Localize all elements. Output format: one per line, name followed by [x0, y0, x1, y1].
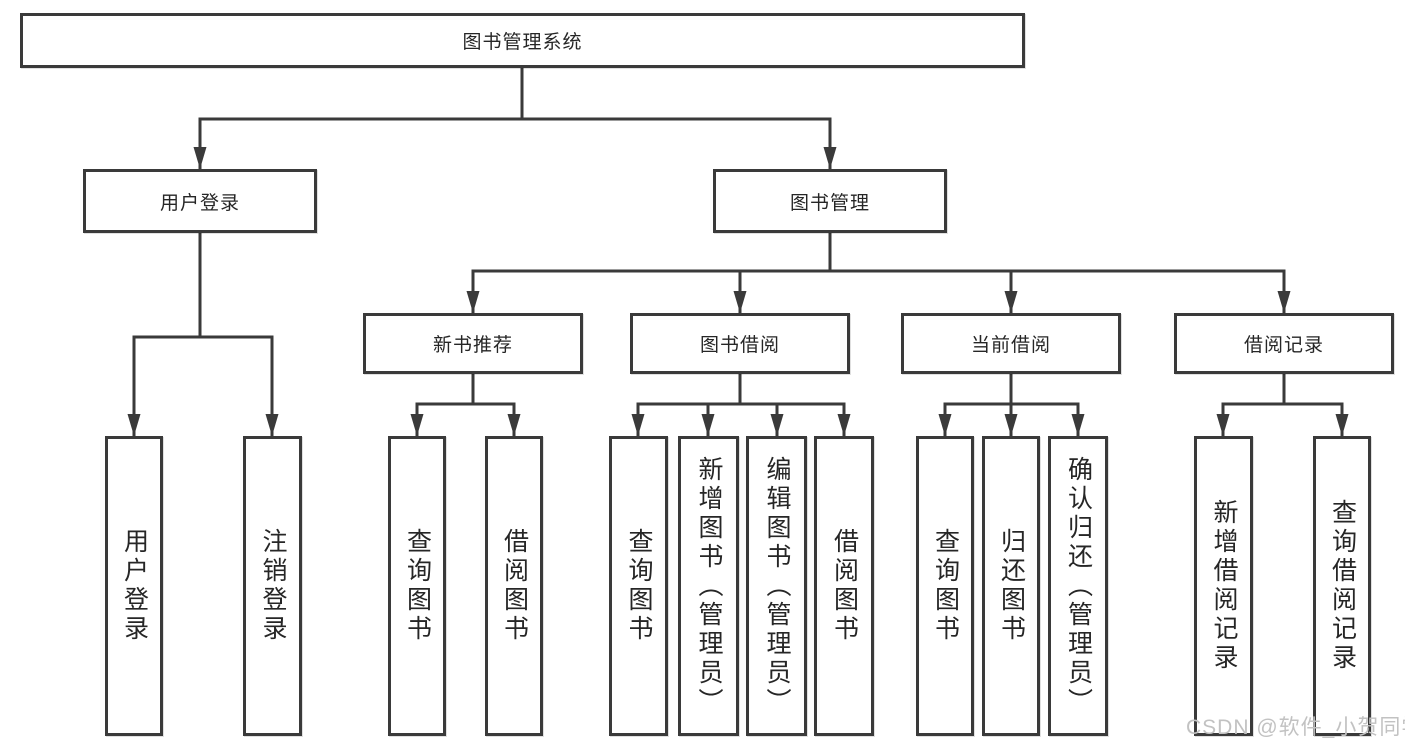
leaf-query-books-recommend: 查询图书: [388, 436, 446, 736]
leaf-edit-book-admin-label: 编辑图书（管理员）: [763, 455, 791, 717]
leaf-logout-label: 注销登录: [259, 528, 287, 644]
node-borrow-records-label: 借阅记录: [1243, 335, 1324, 356]
arrow-down-icon: [1004, 291, 1018, 313]
connector-current-borrow-to-leaves: [938, 372, 1085, 438]
leaf-add-book-admin: 新增图书（管理员）: [678, 436, 739, 736]
arrow-down-icon: [938, 414, 952, 436]
arrow-down-icon: [631, 414, 645, 436]
leaf-borrow-books-label: 借阅图书: [830, 528, 859, 644]
arrow-down-icon: [733, 291, 747, 313]
arrow-down-icon: [1277, 291, 1291, 313]
leaf-confirm-return-admin-label: 确认归还（管理员）: [1064, 455, 1093, 717]
leaf-query-books-borrow-label: 查询图书: [625, 528, 653, 644]
arrow-down-icon: [701, 414, 715, 436]
node-new-book-recommend: 新书推荐: [363, 313, 583, 374]
leaf-add-borrow-record-label: 新增借阅记录: [1210, 499, 1238, 673]
arrow-down-icon: [466, 291, 480, 313]
node-library-system: 图书管理系统: [20, 13, 1025, 68]
connector-root-to-level2: [193, 66, 837, 171]
arrow-down-icon: [410, 414, 424, 436]
leaf-return-book: 归还图书: [982, 436, 1040, 736]
node-book-borrow: 图书借阅: [630, 313, 850, 374]
connector-book-management-to-level3: [466, 231, 1291, 315]
csdn-watermark: CSDN @软件_小贺同学: [1186, 716, 1405, 739]
node-library-system-label: 图书管理系统: [462, 32, 583, 53]
node-user-login-label: 用户登录: [159, 192, 240, 214]
node-book-management-label: 图书管理: [789, 192, 870, 214]
leaf-user-login: 用户登录: [105, 436, 163, 736]
node-borrow-records: 借阅记录: [1174, 313, 1394, 374]
arrow-down-icon: [1335, 414, 1349, 436]
arrow-down-icon: [265, 414, 279, 436]
arrow-down-icon: [1004, 414, 1018, 436]
leaf-confirm-return-admin: 确认归还（管理员）: [1048, 436, 1108, 736]
connector-user-login-to-leaves: [127, 231, 279, 438]
arrow-down-icon: [193, 147, 207, 169]
arrow-down-icon: [1216, 414, 1230, 436]
leaf-query-books-current-label: 查询图书: [931, 528, 960, 644]
leaf-borrow-books-recommend: 借阅图书: [485, 436, 543, 736]
arrow-down-icon: [823, 147, 837, 169]
connector-book-borrow-to-leaves: [631, 372, 851, 438]
leaf-query-books-recommend-label: 查询图书: [403, 528, 432, 644]
node-book-borrow-label: 图书借阅: [699, 335, 780, 356]
leaf-add-book-admin-label: 新增图书（管理员）: [695, 455, 723, 717]
arrow-down-icon: [127, 414, 141, 436]
arrow-down-icon: [507, 414, 521, 436]
arrow-down-icon: [770, 414, 784, 436]
node-new-book-recommend-label: 新书推荐: [432, 335, 513, 356]
leaf-borrow-books-recommend-label: 借阅图书: [500, 528, 529, 644]
leaf-logout: 注销登录: [243, 436, 302, 736]
leaf-query-books-current: 查询图书: [916, 436, 974, 736]
leaf-borrow-books: 借阅图书: [814, 436, 874, 736]
leaf-edit-book-admin: 编辑图书（管理员）: [746, 436, 807, 736]
connector-borrow-records-to-leaves: [1216, 372, 1349, 438]
arrow-down-icon: [1071, 414, 1085, 436]
connector-new-book-to-leaves: [410, 372, 521, 438]
leaf-query-borrow-record-label: 查询借阅记录: [1328, 499, 1357, 673]
leaf-return-book-label: 归还图书: [997, 528, 1026, 644]
node-current-borrow: 当前借阅: [901, 313, 1121, 374]
leaf-add-borrow-record: 新增借阅记录: [1194, 436, 1253, 736]
leaf-query-borrow-record: 查询借阅记录: [1313, 436, 1371, 736]
leaf-query-books-borrow: 查询图书: [609, 436, 668, 736]
node-book-management: 图书管理: [713, 169, 947, 233]
node-user-login: 用户登录: [83, 169, 317, 233]
leaf-user-login-label: 用户登录: [120, 528, 149, 644]
arrow-down-icon: [837, 414, 851, 436]
node-current-borrow-label: 当前借阅: [970, 335, 1051, 356]
